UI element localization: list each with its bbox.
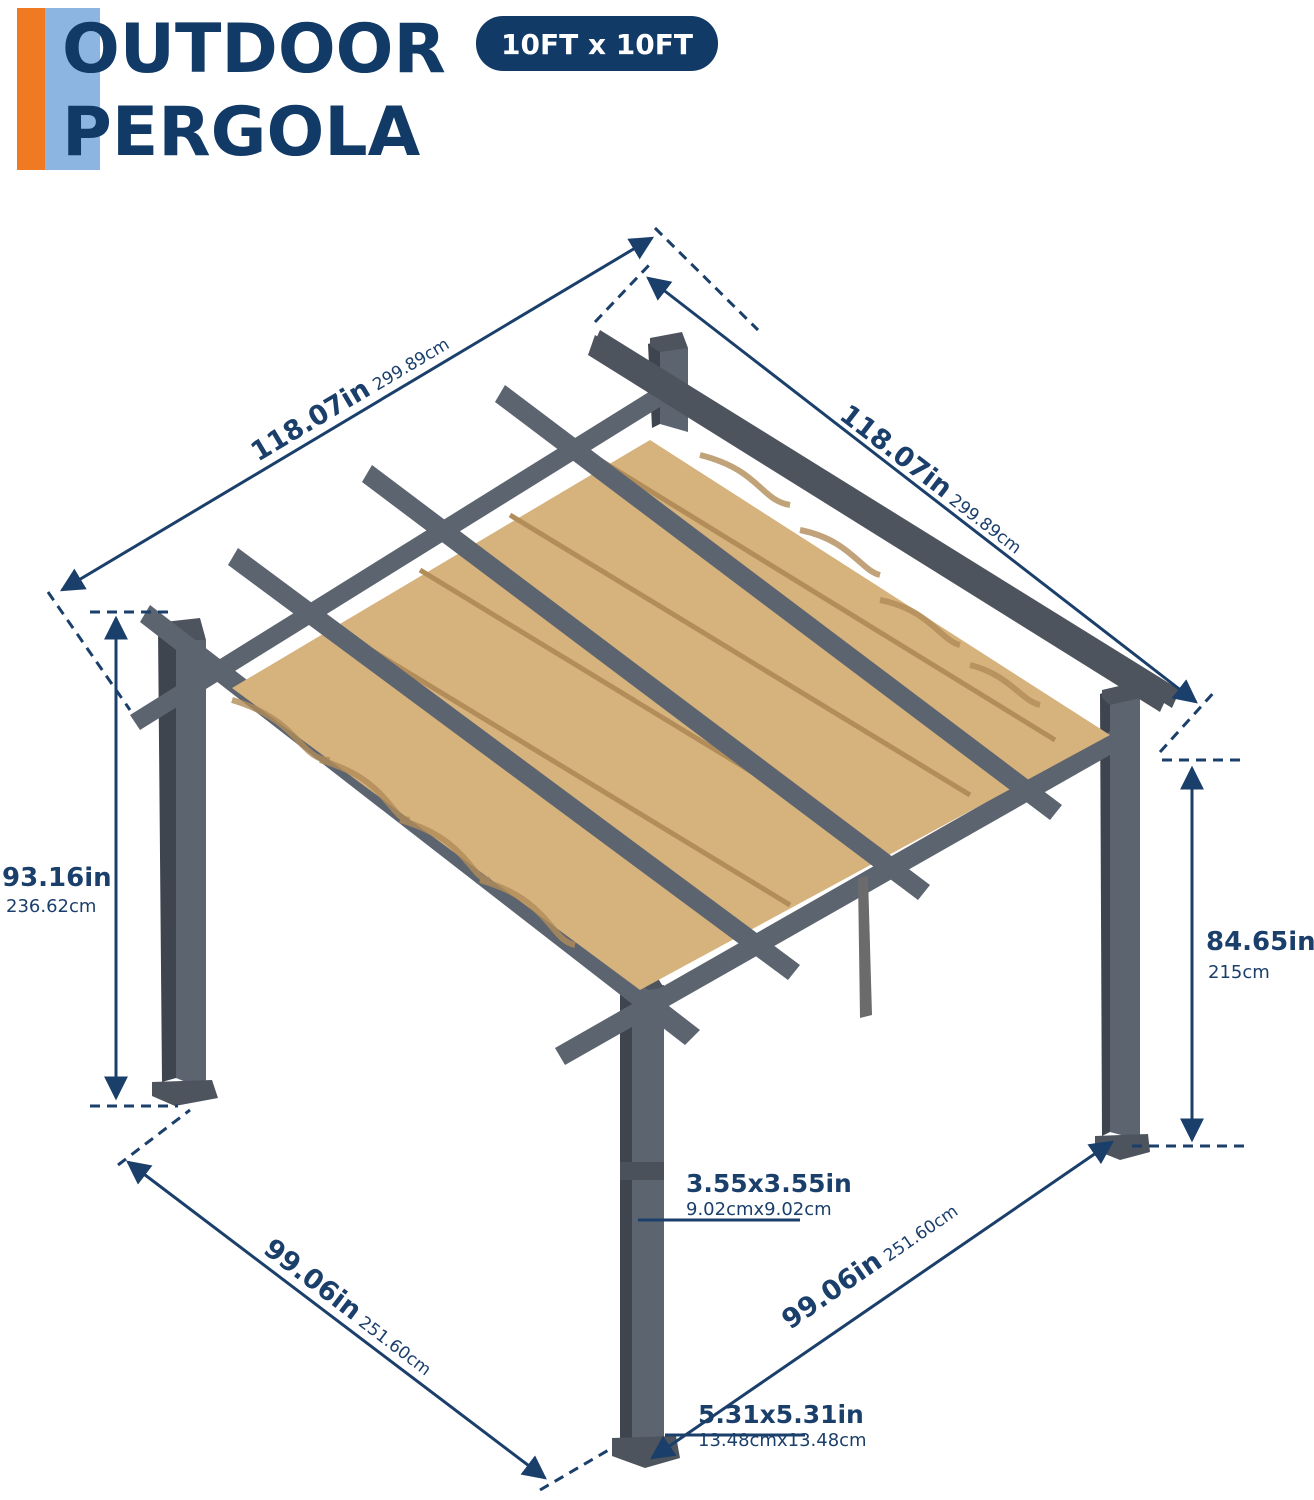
rafter-1 xyxy=(228,548,800,980)
svg-text:118.07in299.89cm: 118.07in299.89cm xyxy=(834,399,1031,560)
bottom-left-span-main: 99.06in xyxy=(258,1233,367,1327)
label-clear-height: 84.65in 215cm xyxy=(1206,927,1314,983)
page-title-line1: OUTDOOR xyxy=(62,10,446,89)
svg-text:118.07in299.89cm: 118.07in299.89cm xyxy=(246,327,454,468)
base-plate-size-sub: 13.48cmx13.48cm xyxy=(698,1430,867,1451)
clear-height-main: 84.65in xyxy=(1206,927,1314,957)
label-total-height: 93.16in 236.62cm xyxy=(2,863,112,917)
size-badge-label: 10FT x 10FT xyxy=(501,28,693,61)
page-title-line2: PERGOLA xyxy=(62,93,421,172)
size-badge xyxy=(476,16,718,71)
total-height-main: 93.16in xyxy=(2,863,112,893)
bottom-right-span-main: 99.06in xyxy=(776,1246,887,1336)
label-top-left-length: 118.07in299.89cm xyxy=(246,327,454,468)
clear-height-sub: 215cm xyxy=(1208,962,1270,983)
label-top-right-length: 118.07in299.89cm xyxy=(834,399,1031,560)
canopy-pull-strap xyxy=(858,876,872,1018)
title-accent-blue xyxy=(45,8,100,170)
post-size-main: 3.55x3.55in xyxy=(686,1169,852,1198)
label-bottom-left-span: 99.06in251.60cm xyxy=(258,1233,440,1382)
top-right-length-sub: 299.89cm xyxy=(945,491,1025,559)
bottom-right-span-sub: 251.60cm xyxy=(880,1201,962,1266)
label-base-plate-size: 5.31x5.31in 13.48cmx13.48cm xyxy=(698,1400,867,1451)
back-post-right xyxy=(1095,683,1150,1160)
frame-beam-right xyxy=(555,720,1140,1065)
post-size-sub: 9.02cmx9.02cm xyxy=(686,1199,832,1220)
total-height-sub: 236.62cm xyxy=(6,896,96,917)
top-left-length-main: 118.07in xyxy=(246,373,376,468)
bottom-left-span-sub: 251.60cm xyxy=(354,1313,434,1381)
dimension-lines xyxy=(46,226,1244,1492)
base-plate-size-main: 5.31x5.31in xyxy=(698,1400,864,1429)
header: OUTDOOR PERGOLA 10FT x 10FT xyxy=(17,8,718,172)
pergola-illustration xyxy=(130,330,1180,1468)
svg-text:99.06in251.60cm: 99.06in251.60cm xyxy=(258,1233,440,1382)
label-post-size: 3.55x3.55in 9.02cmx9.02cm xyxy=(686,1169,852,1220)
